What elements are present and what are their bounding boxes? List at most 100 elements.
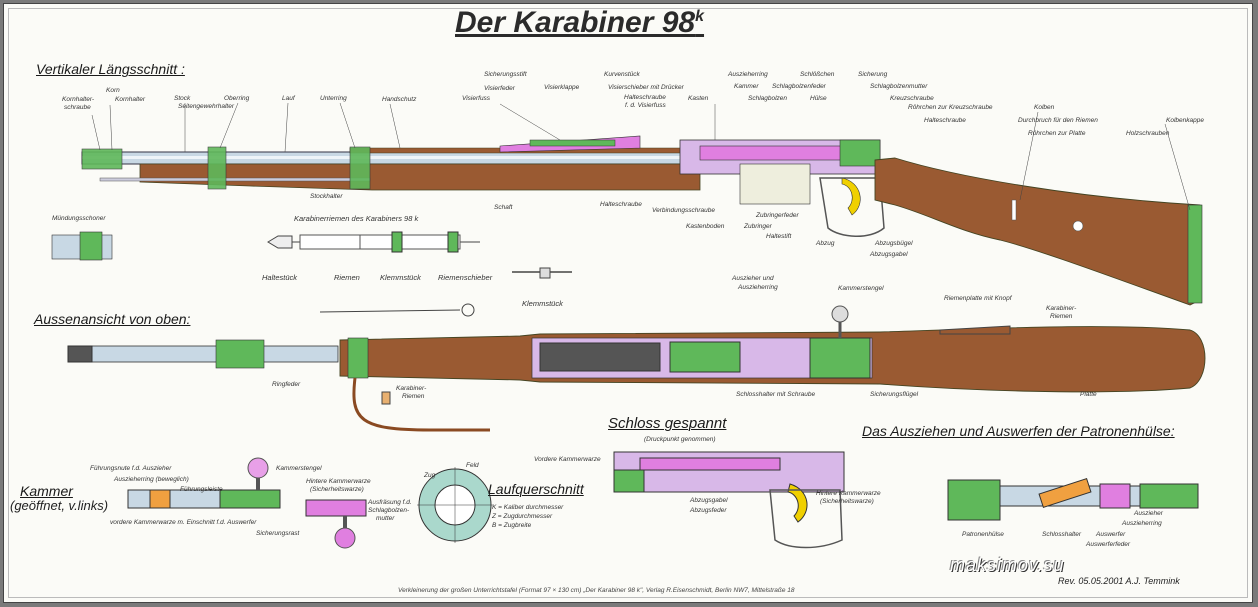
label-kammer: Kammer — [734, 83, 759, 90]
label-klemmstueck: Klemmstück — [380, 273, 421, 282]
label-stockhalter: Stockhalter — [310, 193, 343, 200]
bolt-sleeve — [839, 139, 881, 167]
label-auswerferfeder: Auswerferfeder — [1086, 541, 1131, 548]
label-kastenboden: Kastenboden — [686, 223, 725, 230]
label-visierklappe: Visierklappe — [544, 84, 580, 91]
label-sicherungsrast: Sicherungsrast — [256, 530, 300, 537]
label-karabinerriemen-2: Riemen — [402, 393, 425, 400]
section-outside-heading: Aussenansicht von oben: — [34, 311, 191, 327]
label-sicherung: Sicherung — [858, 71, 888, 78]
section-cocked-note: (Druckpunkt genommen) — [644, 436, 716, 443]
label-zubringerfeder: Zubringerfeder — [756, 212, 799, 219]
label-kornhalterschraube: Kornhalter- — [62, 96, 95, 103]
label-cocked-abzugsfeder: Abzugsfeder — [690, 507, 727, 514]
label-ringfeder: Ringfeder — [272, 381, 301, 388]
label-bolt-kammerstengel: Kammerstengel — [276, 465, 322, 472]
buttstock — [874, 157, 1201, 306]
label-cocked-sicherheitswarze: (Sicherheitswarze) — [820, 498, 874, 505]
label-visierschieber: Visierschieber mit Drücker — [608, 84, 684, 91]
label-muendungsschoner: Mündungsschoner — [52, 215, 106, 222]
label-durchbruch: Durchbruch für den Riemen — [1018, 117, 1098, 124]
label-stock: Stock — [174, 95, 191, 102]
label-huelse: Hülse — [810, 95, 827, 102]
section-bolt-heading: Kammer — [20, 483, 73, 499]
title-superscript: k — [695, 8, 705, 25]
revision-note: Rev. 05.05.2001 A.J. Temmink — [1058, 576, 1180, 586]
extract-drawing — [947, 477, 1199, 521]
label-ausfraesung-2: Schlagbolzen- — [368, 507, 410, 514]
top-barrel — [67, 345, 339, 363]
label-zug: Zug — [424, 472, 436, 479]
label-verbindungsschraube: Verbindungsschraube — [652, 207, 715, 214]
section-cocked-heading: Schloss gespannt — [608, 415, 727, 432]
label-unterring: Unterring — [320, 95, 347, 102]
leader-lines — [91, 102, 1191, 211]
label-sicherungsstift: Sicherungsstift — [484, 71, 527, 78]
section-bore-heading: Laufquerschnitt — [488, 481, 584, 497]
muzzle-cover-drawing — [51, 231, 113, 261]
label-kolbenkappe: Kolbenkappe — [1166, 117, 1204, 124]
label-extract-schlosshalter: Schlosshalter — [1042, 531, 1082, 538]
sling-slot — [1011, 199, 1017, 221]
footer-credit: Verkleinerung der großen Unterrichtstafe… — [398, 587, 795, 594]
barrel-bore — [82, 156, 702, 159]
top-sling — [352, 377, 490, 432]
label-karabinerriemen-4: Riemen — [1050, 313, 1073, 320]
label-roehrchen-kreuz: Röhrchen zur Kreuzschraube — [908, 104, 993, 111]
label-platte: Platte — [1080, 391, 1097, 398]
label-sicherungsfluegel: Sicherungsflügel — [870, 391, 919, 398]
bore-drawing — [417, 467, 493, 543]
label-schloesschen: Schlößchen — [800, 71, 835, 78]
lower-band — [349, 146, 371, 190]
label-klemmstueck-2: Klemmstück — [522, 299, 563, 308]
label-k: K = Kaliber durchmesser — [492, 504, 564, 511]
cocked-drawing — [613, 451, 845, 549]
label-visierfeder: Visierfeder — [484, 85, 515, 92]
label-kurvenstueck: Kurvenstück — [604, 71, 640, 78]
label-cocked-vordere: Vordere Kammerwarze — [534, 456, 601, 463]
label-kolben: Kolben — [1034, 104, 1055, 111]
label-extract-auszieher: Auszieher — [1134, 510, 1163, 517]
label-roehrchen-platte: Röhrchen zur Platte — [1028, 130, 1086, 137]
nose-cap — [81, 148, 123, 170]
bolt-knob — [247, 457, 269, 479]
label-karabinerriemen-3: Karabiner- — [1046, 305, 1077, 312]
label-ausfraesung-3: mutter — [376, 515, 395, 522]
label-kornhalter: Kornhalter — [115, 96, 145, 103]
label-auszieher-und: Auszieher und — [732, 275, 774, 282]
label-fuehrungsnute: Führungsnute f.d. Auszieher — [90, 465, 172, 472]
label-abzugsgabel: Abzugsgabel — [870, 251, 908, 258]
label-schlagbolzenmutter: Schlagbolzenmutter — [870, 83, 928, 90]
label-extract-auszieherring: Auszieherring — [1122, 520, 1162, 527]
label-feld: Feld — [466, 462, 479, 469]
label-auszieherring-beweglich: Auszieherring (beweglich) — [114, 476, 189, 483]
bolt-handle-knob — [831, 305, 849, 323]
title-main: Der Karabiner 98 — [455, 6, 696, 39]
label-cocked-abzugsgabel: Abzugsgabel — [690, 497, 728, 504]
label-handschutz: Handschutz — [382, 96, 417, 103]
label-kreuzschraube: Kreuzschraube — [890, 95, 934, 102]
label-halteschraube-2: Halteschraube — [600, 201, 642, 208]
label-b: B = Zugbreite — [492, 522, 532, 529]
label-oberring: Oberring — [224, 95, 250, 102]
label-schlagbolzen: Schlagbolzen — [748, 95, 788, 102]
section-bolt-subheading: (geöffnet, v.links) — [10, 498, 109, 513]
label-schaft: Schaft — [494, 204, 513, 211]
page-title: Der Karabiner 98k — [455, 8, 704, 38]
label-halteschraube-visier-2: f. d. Visierfuss — [625, 102, 666, 109]
magazine — [739, 163, 811, 205]
label-abzug: Abzug — [816, 240, 835, 247]
label-haltestift: Haltestift — [766, 233, 792, 240]
label-korn: Korn — [106, 87, 120, 94]
label-auszieherring-2: Auszieherring — [738, 284, 778, 291]
label-halteschraube-visier: Halteschraube — [624, 94, 666, 101]
label-riemenschieber: Riemenschieber — [438, 273, 493, 282]
label-zubringer: Zubringer — [744, 223, 772, 230]
bolt-drawing — [127, 457, 367, 549]
cleaning-rod — [99, 177, 371, 182]
label-haltestueck: Haltestück — [262, 273, 298, 282]
trigger-guard — [819, 177, 885, 237]
label-seitengewehrhalter: Seitengewehrhalter — [178, 103, 235, 110]
label-fuehrungsleiste: Führungsleiste — [180, 486, 223, 493]
